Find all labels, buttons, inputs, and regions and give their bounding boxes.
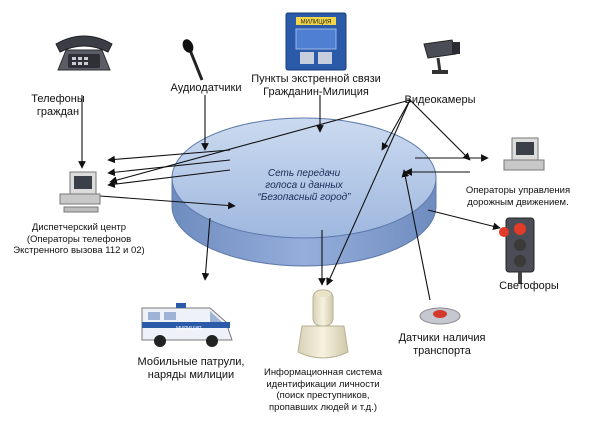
label-lights: Светофоры <box>499 280 559 292</box>
computer-icon-traffic <box>503 137 545 171</box>
label-audio: Аудиодатчики <box>170 82 242 94</box>
arrow-camera-3 <box>381 99 411 151</box>
telephone-icon <box>55 35 113 71</box>
arrow-camera-4 <box>409 99 471 161</box>
arrow-network-to-dispatch-1 <box>107 149 231 164</box>
arrow-network-to-dispatch-3 <box>107 169 231 188</box>
label-cameras: Видеокамеры <box>404 94 476 106</box>
connection-arrows <box>78 95 501 301</box>
network-title: Сеть передачи голоса и данных “Безопасны… <box>257 168 351 203</box>
arrow-network-to-dispatch-2 <box>107 159 231 177</box>
label-dispatch: Диспетчерский центр (Операторы телефонов… <box>13 222 145 256</box>
label-phones: Телефоны граждан <box>31 93 85 118</box>
arrow-camera-2 <box>326 99 411 286</box>
emergency-panel-text: МИЛИЦИЯ <box>301 20 332 26</box>
traffic-light-icon <box>499 217 535 284</box>
network-disk <box>171 117 437 267</box>
computer-icon <box>59 171 101 213</box>
police-van-text: МИЛИЦИЯ <box>176 326 202 332</box>
microphone-icon <box>182 39 204 81</box>
arrow-transport-to-network <box>401 169 431 301</box>
fingerprint-scanner-icon <box>297 289 349 359</box>
label-patrols: Мобильные патрули, наряды милиции <box>137 356 245 381</box>
video-camera-icon <box>423 39 460 74</box>
arrow-network-to-lights <box>427 209 501 231</box>
police-van-icon <box>141 303 233 347</box>
arrow-camera-1 <box>109 99 411 184</box>
emergency-call-box-icon <box>285 12 347 71</box>
transport-sensor-icon <box>419 307 461 325</box>
label-transport: Датчики наличия транспорта <box>398 332 486 357</box>
arrow-network-to-patrols <box>201 217 211 281</box>
arrow-dispatch-to-network <box>99 195 236 210</box>
label-id-system: Информационная система идентификации лич… <box>263 367 382 413</box>
label-emergency: Пункты экстренной связи Гражданин-Милици… <box>251 73 381 98</box>
label-traffic-ops: Операторы управления дорожным движением. <box>465 185 571 208</box>
